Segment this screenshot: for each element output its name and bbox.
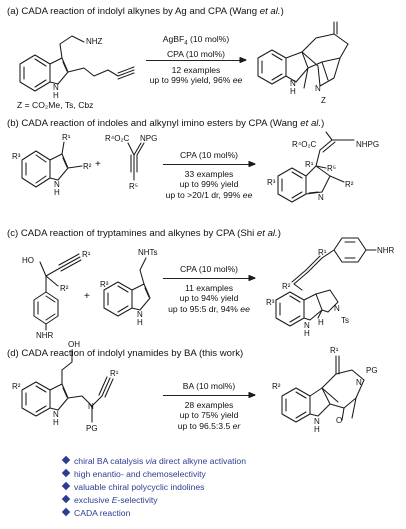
section-c-product-ts-label: Ts — [341, 316, 349, 325]
section-a-conditions-top: AgBF4 (10 mol%) CPA (10 mol%) — [162, 34, 230, 60]
section-d-product-o-label: O — [336, 416, 343, 425]
section-d-product-r2-label: R² — [272, 382, 281, 391]
section-d-r2-label: R² — [12, 382, 21, 391]
section-a-nhz-label: NHZ — [86, 37, 103, 46]
section-a-conditions-bottom: 12 examples up to 99% yield, 96% ee — [149, 65, 243, 86]
section-c-title: (c) CADA reaction of tryptamines and alk… — [7, 228, 281, 239]
section-a-nh-label: N H — [53, 83, 59, 100]
section-a-product-z-label: Z — [321, 96, 326, 105]
section-c-product-r3-label: R³ — [266, 298, 275, 307]
section-d-n-label: N — [88, 402, 94, 411]
section-d-arrow — [163, 395, 255, 396]
highlight-item: CADA reaction — [61, 507, 130, 519]
section-a-title: (a) CADA reaction of indolyl alkynes by … — [7, 6, 284, 17]
diamond-bullet-icon — [61, 455, 71, 465]
section-b-r4o2c-label: R⁴O₂C — [105, 134, 130, 143]
section-c-arrow — [163, 278, 255, 279]
section-c-product-nh-label: N H — [304, 321, 310, 338]
highlight-item: exclusive E-selectivity — [61, 494, 158, 506]
section-b-npg-label: NPG — [140, 134, 158, 143]
section-b-conditions-top: CPA (10 mol%) — [179, 150, 239, 160]
section-d-product-nh-label: N H — [314, 417, 320, 434]
section-b-r5-label: R⁵ — [129, 182, 139, 191]
section-c-r1-label: R¹ — [82, 250, 91, 259]
section-c-conditions-bottom: 11 examples up to 94% yield up to 95:5 d… — [168, 283, 250, 314]
section-a-z-footnote: Z = CO₂Me, Ts, Cbz — [17, 100, 94, 110]
section-d-r1-label: R¹ — [110, 369, 119, 378]
section-d-pg-label: PG — [86, 424, 98, 433]
diamond-bullet-icon — [61, 468, 71, 478]
diamond-bullet-icon — [61, 481, 71, 491]
section-b-product-r1-label: R¹ — [305, 160, 314, 169]
section-c-product-r2-label: R² — [282, 282, 291, 291]
highlight-item: high enantio- and chemoselectivity — [61, 468, 206, 480]
section-c-plus: + — [84, 291, 90, 302]
section-c-product-n-label: N — [334, 304, 340, 313]
section-b-conditions-bottom: 33 examples up to 99% yield up to >20/1 … — [165, 169, 253, 200]
diamond-bullet-icon — [61, 507, 71, 517]
section-b-product-r3-label: R³ — [267, 178, 276, 187]
highlight-item: valuable chiral polycyclic indolines — [61, 481, 204, 493]
section-b-product-r2-label: R² — [345, 180, 354, 189]
section-b-product-nhpg-label: NHPG — [356, 140, 380, 149]
section-c-conditions-top: CPA (10 mol%) — [179, 264, 239, 274]
section-a-product-nh-label: N H — [290, 79, 296, 96]
section-d-title: (d) CADA reaction of indolyl ynamides by… — [7, 348, 244, 359]
section-b-product-r4o2c-label: R⁴O₂C — [292, 140, 317, 149]
section-b-product-r5-label: R⁵ — [327, 164, 337, 173]
section-b-title: (b) CADA reaction of indoles and alkynyl… — [7, 118, 325, 129]
section-c-nh-label: N H — [137, 310, 143, 327]
section-b-r3-label: R³ — [12, 152, 21, 161]
section-a-product-n-label: N — [315, 84, 321, 93]
section-d-product-pg-label: PG — [366, 366, 378, 375]
section-d-oh-label: OH — [68, 340, 80, 349]
highlight-item: chiral BA catalysis via direct alkyne ac… — [61, 455, 246, 467]
section-b-arrow — [163, 164, 255, 165]
section-d-nh-label: N H — [53, 410, 59, 427]
section-d-product-n-label: N — [356, 378, 362, 387]
section-c-r3-label: R³ — [100, 280, 109, 289]
section-c-product-nhr-label: NHR — [377, 246, 395, 255]
diamond-bullet-icon — [61, 494, 71, 504]
section-b-product-n-label: N — [318, 193, 324, 202]
section-a-arrow — [146, 60, 246, 61]
section-c-product-r1-label: R¹ — [318, 248, 327, 257]
section-c-product-h-label: H — [318, 318, 324, 327]
section-c-ho-label: HO — [22, 256, 34, 265]
section-b-plus: + — [95, 159, 101, 170]
section-b-r1-label: R¹ — [62, 133, 71, 142]
section-c-nhr-label: NHR — [36, 331, 54, 340]
section-b-r2-label: R² — [83, 162, 92, 171]
section-b-nh-label: N H — [54, 180, 60, 197]
section-d-conditions-top: BA (10 mol%) — [182, 381, 236, 391]
section-c-r2-label: R² — [60, 284, 69, 293]
section-d-conditions-bottom: 28 examples up to 75% yield up to 96.5:3… — [177, 400, 241, 431]
section-c-nhts-label: NHTs — [138, 248, 158, 257]
section-d-product-r1-label: R¹ — [330, 346, 339, 355]
